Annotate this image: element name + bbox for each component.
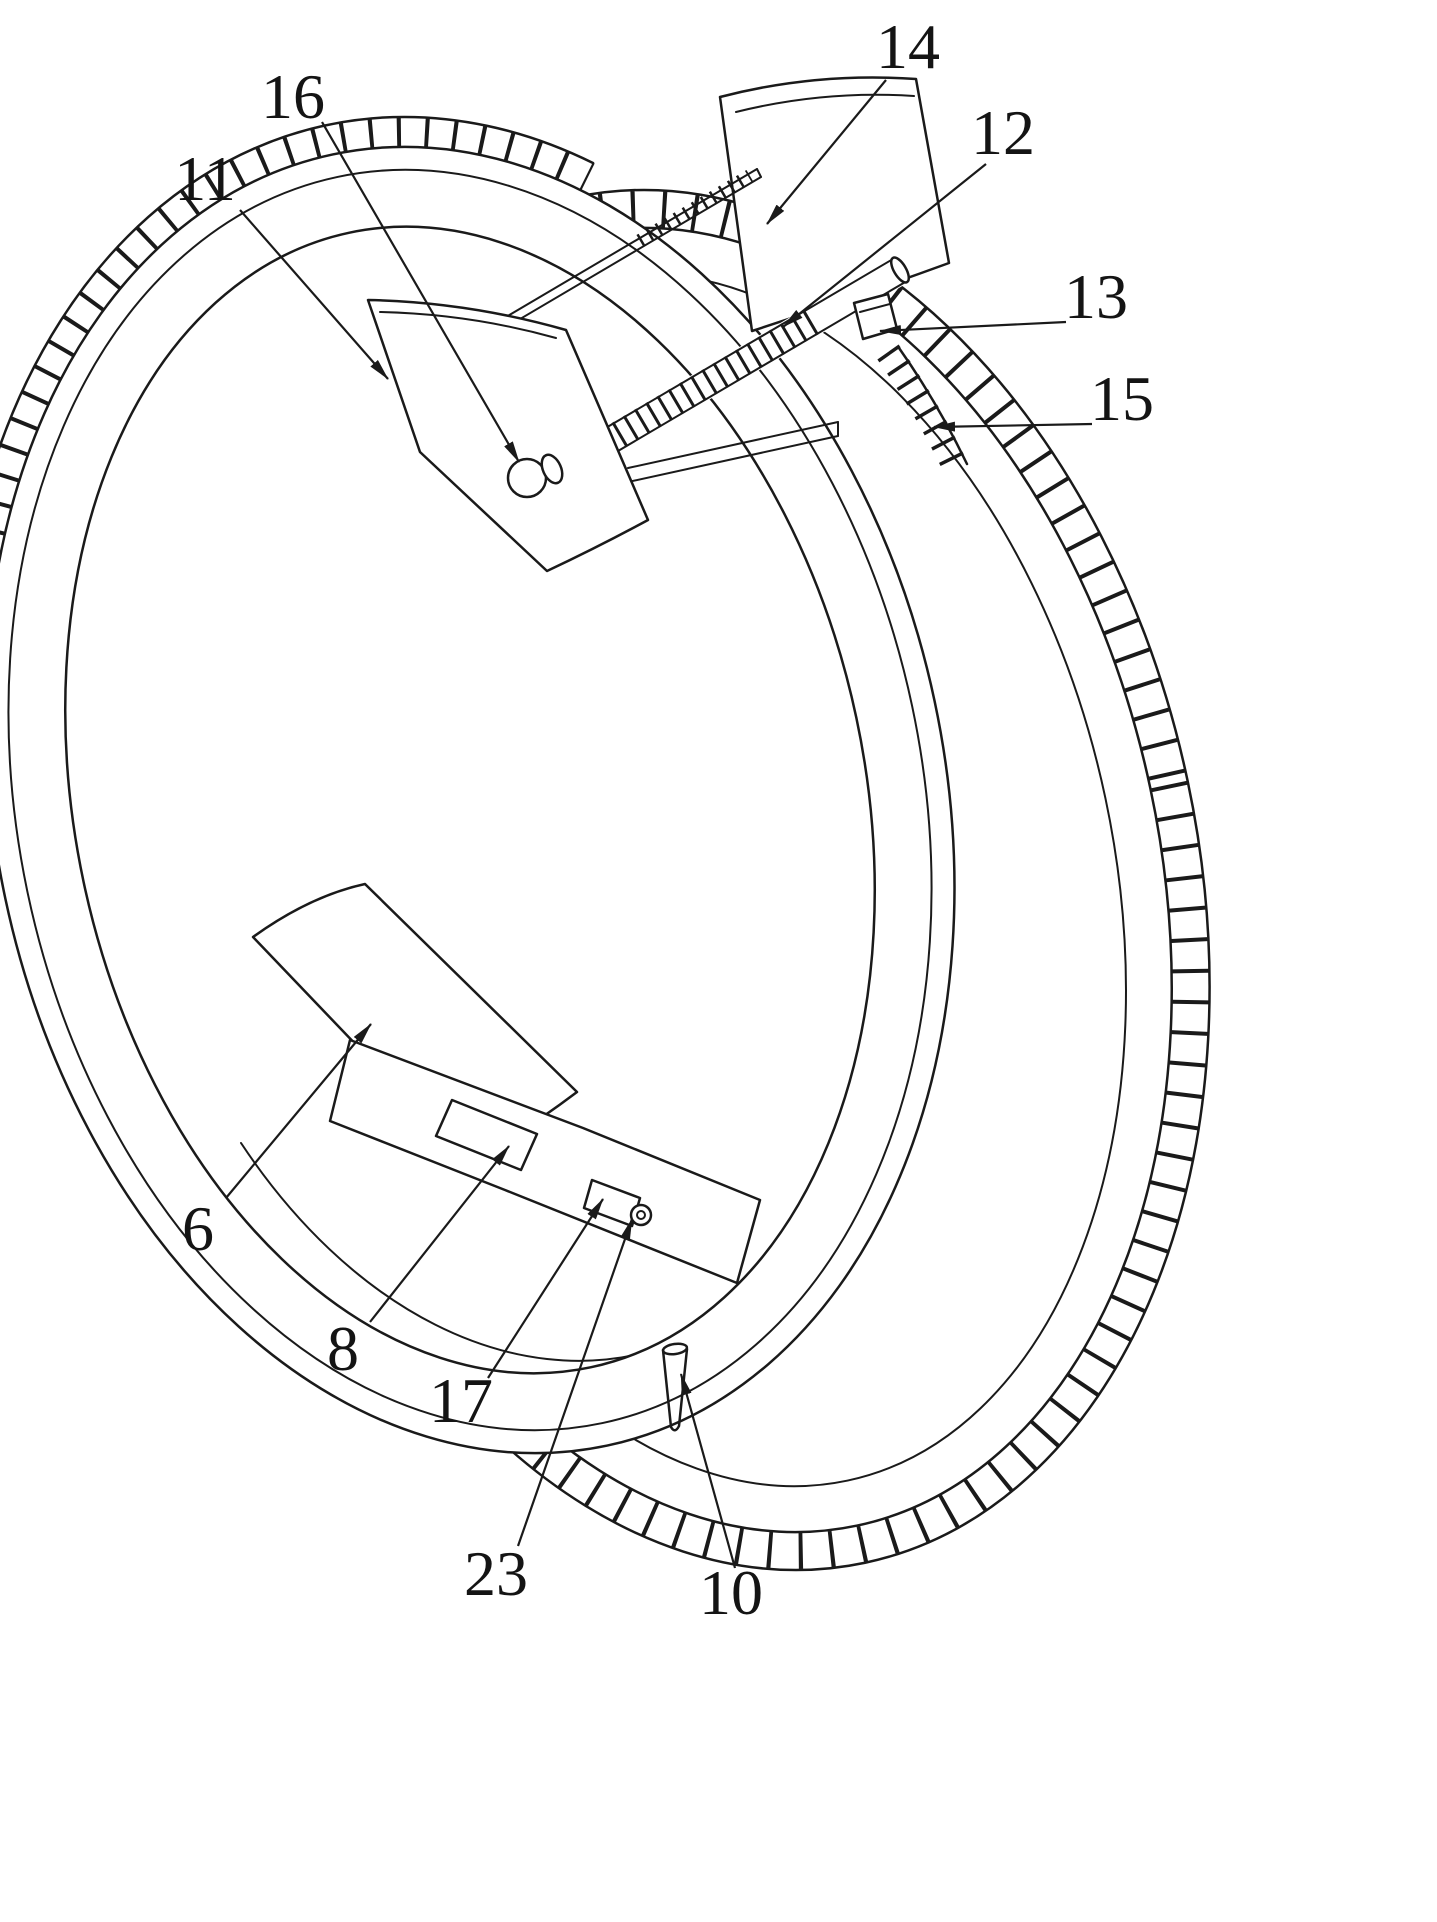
label-13: 13 (1064, 261, 1128, 332)
leader-15 (933, 421, 1093, 432)
pivot-23-center (636, 1210, 646, 1220)
label-6: 6 (182, 1193, 214, 1264)
connecting-bar-top-line (627, 421, 839, 469)
front-ring-teeth-tip (0, 115, 595, 450)
lead-screw-end-cap (889, 256, 911, 284)
lead-screw-body (552, 257, 908, 483)
front-ring-opening-edge (64, 225, 876, 1375)
connecting-bar-bottom-line (627, 435, 839, 483)
leader-6 (225, 1023, 372, 1199)
leader-23 (516, 1218, 634, 1547)
leader-16 (321, 121, 520, 463)
top-right-bracket-inner-line (735, 93, 915, 113)
leader-13 (879, 320, 1067, 335)
label-23: 23 (464, 1538, 528, 1609)
leader-12 (782, 163, 987, 328)
front-ring-body (0, 145, 956, 1455)
label-10: 10 (699, 1557, 763, 1628)
clamp-block-13-line (859, 303, 891, 313)
lead-screw-lower-edge (566, 280, 908, 482)
pin-10 (661, 1347, 689, 1432)
label-17: 17 (429, 1365, 493, 1436)
label-15: 15 (1090, 363, 1154, 434)
label-11: 11 (174, 143, 236, 214)
leader-lines (225, 79, 1093, 1569)
gear-segment-15-edge (897, 346, 969, 466)
lead-screw-threads-12 (577, 307, 823, 468)
leader-14 (766, 79, 887, 225)
inner-plate-8 (328, 1038, 762, 1285)
leader-8 (369, 1145, 510, 1323)
pivot-23 (629, 1203, 653, 1227)
rear-ring-teeth (231, 191, 1209, 1569)
gear-segment-15-teeth (877, 344, 968, 474)
guide-rod-14-end (756, 168, 762, 178)
leader-10 (679, 1373, 737, 1569)
plate-notch (434, 1098, 539, 1172)
label-8: 8 (327, 1313, 359, 1384)
label-12: 12 (971, 97, 1035, 168)
leader-17 (487, 1198, 604, 1379)
guide-rod-14-upper-edge (471, 168, 758, 338)
bolt-16 (506, 457, 548, 499)
front-ring-rim-line (7, 168, 933, 1432)
bolt-16-cap (540, 453, 564, 485)
label-14: 14 (876, 11, 940, 82)
clamp-block-13 (852, 292, 899, 341)
label-16: 16 (261, 61, 325, 132)
guide-rod-14-threads (636, 169, 754, 248)
top-clamp-assembly (366, 76, 969, 573)
leader-11 (239, 209, 389, 380)
guide-rod-14-lower-edge (475, 176, 762, 346)
front-ring (0, 115, 956, 1455)
mounting-plate-11-inner-line (379, 311, 557, 339)
lower-plate-assembly (251, 882, 762, 1432)
lead-screw-upper-edge (552, 258, 894, 460)
reference-labels: 16 11 14 12 13 15 6 8 17 23 10 (174, 11, 1154, 1628)
